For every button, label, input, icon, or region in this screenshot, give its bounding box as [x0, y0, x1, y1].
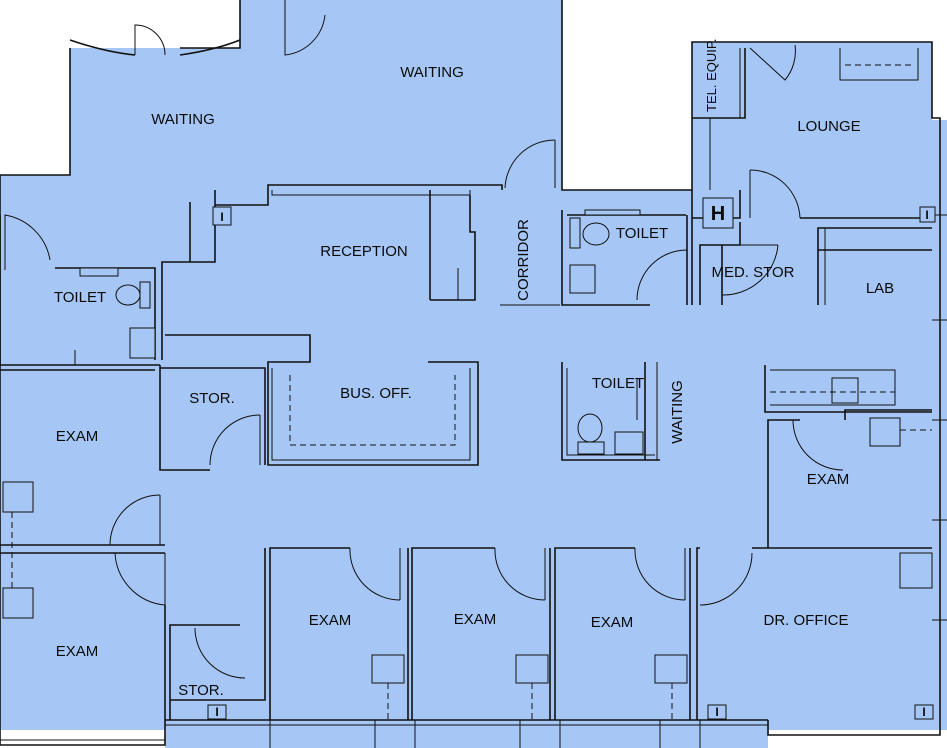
room-label-dr-office: DR. OFFICE	[764, 612, 849, 629]
room-label-lab: LAB	[866, 280, 894, 297]
room-label-stor-bottom: STOR.	[178, 682, 224, 699]
symbol-label: I	[922, 705, 925, 719]
room-label-exam-left-top: EXAM	[56, 428, 99, 445]
room-label-toilet-left: TOILET	[54, 289, 106, 306]
electrical-symbols: I H I I I I	[207, 197, 936, 720]
room-label-bus-off: BUS. OFF.	[340, 385, 412, 402]
symbol-label: I	[215, 705, 218, 719]
room-label-waiting-top: WAITING	[400, 64, 464, 81]
room-label-waiting-vertical: WAITING	[669, 380, 686, 444]
room-label-med-stor: MED. STOR	[711, 264, 794, 281]
symbol-label: I	[220, 210, 223, 224]
room-label-tel-equip: TEL. EQUIP.	[704, 39, 719, 112]
symbol-label: I	[925, 208, 928, 222]
room-label-waiting-left: WAITING	[151, 111, 215, 128]
room-label-corridor: CORRIDOR	[515, 219, 532, 301]
room-label-toilet-top: TOILET	[616, 225, 668, 242]
symbol-label-large: H	[711, 203, 725, 225]
room-label-exam-right: EXAM	[807, 471, 850, 488]
entry-doors	[69, 0, 326, 56]
room-label-exam-2: EXAM	[454, 611, 497, 628]
room-label-reception: RECEPTION	[320, 243, 408, 260]
room-labels: WAITING WAITING RECEPTION CORRIDOR TOILE…	[54, 39, 894, 699]
symbol-label: I	[715, 705, 718, 719]
room-label-exam-1: EXAM	[309, 612, 352, 629]
room-label-lounge: LOUNGE	[797, 118, 860, 135]
interior-walls	[0, 44, 933, 720]
room-label-exam-3: EXAM	[591, 614, 634, 631]
room-label-stor-mid: STOR.	[189, 390, 235, 407]
room-label-tel-equip-text: TEL. EQUIP.	[704, 39, 719, 112]
room-label-toilet-center: TOILET	[592, 375, 644, 392]
room-label-exam-left-bottom: EXAM	[56, 643, 99, 660]
